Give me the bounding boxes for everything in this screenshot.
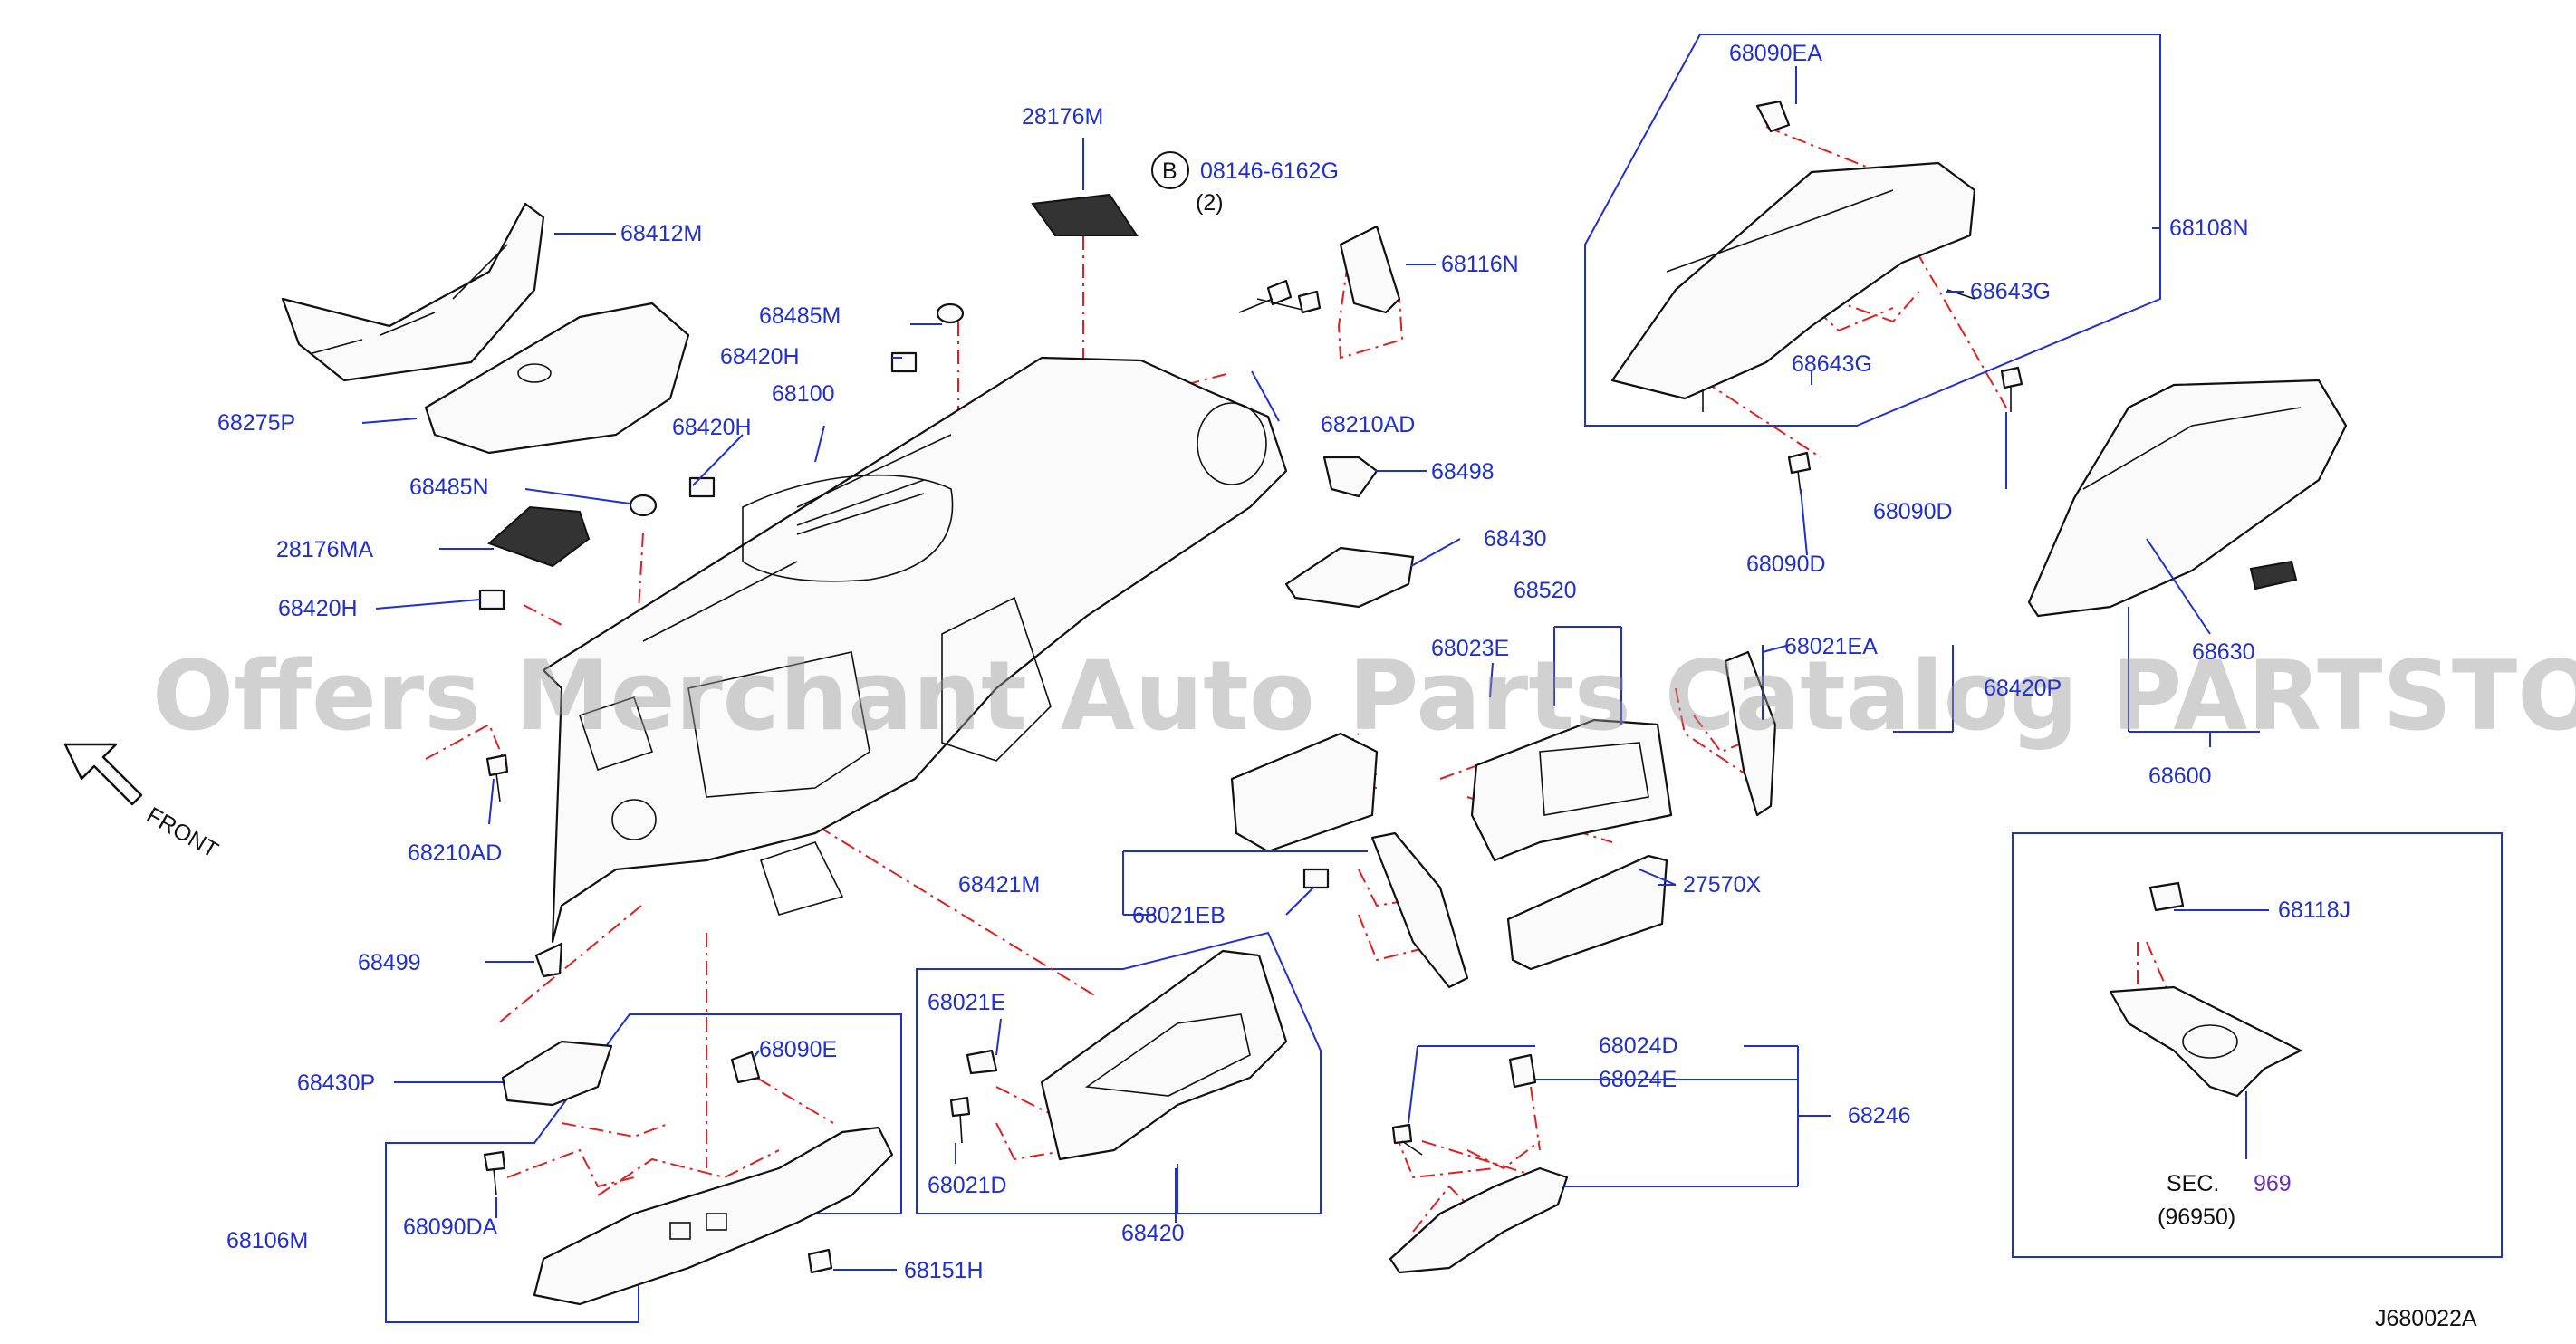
label-68246[interactable]: 68246 [1848,1103,1911,1128]
label-68430p[interactable]: 68430P [297,1070,375,1096]
part-68090ea [1755,100,1791,133]
part-68024d [1508,1053,1537,1089]
part-68630 [2249,560,2298,590]
label-68421m[interactable]: 68421M [958,872,1040,898]
label-68643g-b[interactable]: 68643G [1792,351,1872,377]
label-68023e[interactable]: 68023E [1431,636,1509,661]
part-68023e-unit [1230,732,1379,853]
label-68412m[interactable]: 68412M [620,221,702,246]
box-68420-group [916,931,1322,1214]
part-68151h [807,1248,833,1274]
label-08146-6162g[interactable]: 08146-6162G [1200,158,1339,184]
label-68420h-b[interactable]: 68420H [672,415,752,440]
sec-label: SEC. [2167,1171,2219,1196]
label-68643g-a[interactable]: 68643G [1970,279,2051,304]
part-68118j [2148,881,2185,912]
label-68420h-a[interactable]: 68420H [720,344,800,370]
part-68090e [730,1051,761,1084]
label-68090d-b[interactable]: 68090D [1746,552,1826,577]
front-indicator: FRONT [63,743,223,863]
label-68485n[interactable]: 68485N [409,475,489,500]
qty-label: (2) [1196,190,1224,216]
label-27570x[interactable]: 27570X [1683,872,1762,898]
leader-lines [361,66,2269,1271]
label-68021d[interactable]: 68021D [928,1173,1007,1198]
part-68600 [2027,379,2348,618]
label-68420h-c[interactable]: 68420H [278,596,358,621]
part-68021e [966,1049,998,1075]
part-68499 [534,942,563,978]
part-68430p [501,1040,613,1107]
part-68116n [1339,225,1401,314]
part-27570x [1506,854,1668,971]
part-drawings [281,100,2348,1306]
label-68499[interactable]: 68499 [358,950,421,975]
label-68108n[interactable]: 68108N [2169,216,2249,241]
part-68106m [533,1126,894,1306]
part-68485n [629,494,658,517]
label-28176ma[interactable]: 28176MA [276,537,373,562]
label-68430[interactable]: 68430 [1484,526,1547,552]
label-68090ea[interactable]: 68090EA [1729,41,1822,66]
sec-number-link[interactable]: 969 [2254,1171,2292,1196]
part-68485m [936,302,965,324]
part-68420h-b [688,476,716,498]
diagram-code: J680022A [2375,1306,2477,1331]
part-68246 [1389,1166,1569,1274]
front-arrow-icon [63,743,143,806]
part-68498 [1322,456,1379,498]
part-labels: 68090EA 28176M B 08146-6162G (2) 68116N … [217,41,2477,1331]
part-68421m [1370,831,1469,989]
part-68412m [281,202,545,382]
part-sec-969-console [2109,985,2302,1098]
label-68420[interactable]: 68420 [1121,1221,1185,1246]
label-68090e[interactable]: 68090E [759,1037,837,1062]
part-68420h-c [478,589,505,610]
sec-sub-label: (96950) [2158,1205,2235,1230]
box-sec-969 [2012,832,2503,1258]
part-28176m [1031,193,1139,236]
label-68151h[interactable]: 68151H [904,1258,984,1283]
label-68021eb[interactable]: 68021EB [1132,903,1226,928]
label-68090da[interactable]: 68090DA [403,1214,498,1240]
part-68520 [1470,718,1673,862]
label-68630[interactable]: 68630 [2192,639,2255,665]
b-marker: B [1162,158,1177,184]
label-68106m[interactable]: 68106M [226,1228,308,1253]
part-68430 [1284,546,1415,609]
watermark: Offers Merchant Auto Parts Catalog PARTS… [152,640,2576,752]
label-68420p[interactable]: 68420P [1984,676,2062,701]
part-68275p [424,302,690,455]
label-68021ea[interactable]: 68021EA [1784,634,1878,659]
label-68485m[interactable]: 68485M [759,303,841,329]
label-68275p[interactable]: 68275P [217,410,295,436]
label-68100[interactable]: 68100 [772,381,835,407]
label-68210ad-b[interactable]: 68210AD [408,840,502,866]
part-68021eb [1302,868,1330,889]
label-68021e[interactable]: 68021E [928,990,1005,1015]
label-68024d[interactable]: 68024D [1599,1033,1678,1059]
label-68024e[interactable]: 68024E [1599,1067,1677,1092]
label-68118j[interactable]: 68118J [2278,898,2350,923]
screw-icons [483,279,2023,1196]
part-28176ma [487,505,591,568]
front-label: FRONT [142,802,223,863]
label-68210ad-a[interactable]: 68210AD [1321,412,1415,437]
label-68498[interactable]: 68498 [1431,459,1495,485]
label-68090d-a[interactable]: 68090D [1873,499,1953,524]
part-68420-cluster [1040,949,1288,1161]
label-68520[interactable]: 68520 [1514,578,1577,603]
label-68116n[interactable]: 68116N [1441,252,1519,277]
label-28176m[interactable]: 28176M [1022,104,1103,130]
part-68420h-a [890,351,918,373]
box-68108n-group [1584,34,2161,427]
b-marker-circle [1151,151,1189,189]
label-68600[interactable]: 68600 [2148,763,2212,789]
part-68108n [1610,161,1976,400]
part-68100 [542,356,1288,944]
